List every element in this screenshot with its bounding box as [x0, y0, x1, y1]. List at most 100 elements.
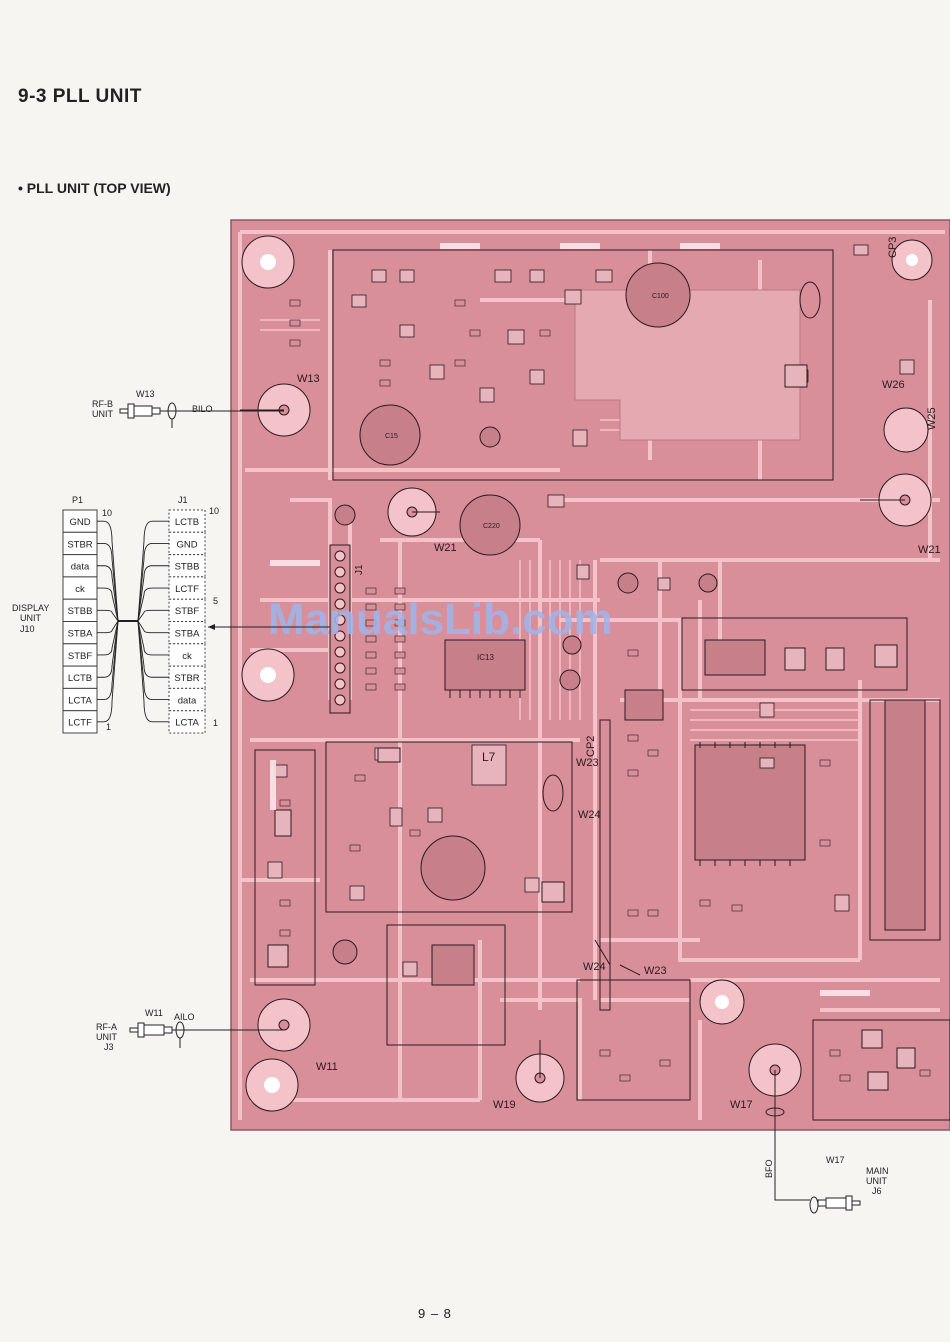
- pcb-board: [230, 219, 950, 1131]
- label-w17: W17: [730, 1099, 753, 1111]
- label-l7: L7: [482, 750, 496, 764]
- display-unit-label-3: J10: [20, 624, 35, 634]
- j1-pin-label: data: [178, 695, 197, 706]
- p1-wire: [97, 620, 119, 656]
- j1-wire: [137, 520, 169, 622]
- main-unit-connection: BFO W17 MAIN UNIT J6: [764, 1085, 889, 1214]
- j1-wire: [137, 620, 169, 656]
- label-w25: W25: [926, 407, 938, 430]
- p1-pin-label: GND: [69, 517, 90, 528]
- board-labels: W13 W21 W21 W23 W24 W24 W23 W11 W19 W17 …: [297, 237, 941, 1111]
- j1-pin-label: LCTB: [175, 517, 199, 528]
- p1-wire: [97, 587, 119, 622]
- rfa-unit-label-1: RF-A: [96, 1022, 117, 1032]
- p1-pin-label: STBF: [68, 651, 92, 662]
- main-unit-label-1: MAIN: [866, 1166, 889, 1176]
- j1-wire: [137, 620, 169, 634]
- p1-wire: [97, 609, 119, 622]
- main-signal-name: BFO: [764, 1159, 774, 1178]
- rfa-unit-label-2: UNIT: [96, 1032, 117, 1042]
- main-plug-icon: [817, 1195, 861, 1211]
- j1-pin-label: STBB: [175, 562, 200, 573]
- j1-pin-label: LCTA: [175, 718, 199, 729]
- label-c100: C100: [652, 293, 669, 300]
- j1-pin-mid: 5: [213, 596, 218, 606]
- section-label: • PLL UNIT (TOP VIEW): [18, 180, 171, 196]
- p1-wire: [97, 543, 119, 622]
- rfa-unit-label-3: J3: [104, 1042, 114, 1052]
- p1-wire: [97, 620, 119, 678]
- p1-pin-label: data: [71, 562, 90, 573]
- p1-pin-bottom: 1: [106, 722, 111, 732]
- p1-pin-label: LCTA: [68, 695, 92, 706]
- label-ic13: IC13: [477, 653, 494, 662]
- label-cp3: CP3: [887, 237, 899, 258]
- label-w23a: W23: [576, 757, 599, 769]
- label-w21b: W21: [918, 544, 941, 556]
- page-title: 9-3 PLL UNIT: [18, 86, 142, 107]
- main-unit-label-2: UNIT: [866, 1176, 887, 1186]
- label-w13: W13: [297, 373, 320, 385]
- j1-wire: [137, 620, 169, 700]
- rfa-plug-icon: [129, 1022, 173, 1038]
- j1-pin-label: STBR: [174, 673, 199, 684]
- p1-wire: [97, 620, 119, 634]
- rfb-connection: RF-B UNIT W13 BILO: [92, 389, 284, 428]
- label-j1: J1: [354, 564, 365, 575]
- rfb-signal-name: BILO: [192, 404, 213, 414]
- j1-pin-label: ck: [182, 651, 192, 662]
- label-w23b: W23: [644, 965, 667, 977]
- j1-pin-label: STBA: [175, 629, 200, 640]
- rfa-connection: RF-A UNIT J3 W11 AILO: [96, 1008, 284, 1052]
- label-w11: W11: [316, 1061, 338, 1073]
- p1-wire: [97, 620, 119, 700]
- j1-wire: [137, 587, 169, 622]
- rfb-unit-label-1: RF-B: [92, 399, 113, 409]
- j1-wire: [137, 620, 169, 723]
- rfb-plug-icon: [119, 403, 161, 419]
- label-c220: C220: [483, 523, 500, 530]
- label-cp2: CP2: [585, 736, 597, 757]
- ic13-chip: [444, 639, 526, 691]
- label-c15: C15: [385, 433, 398, 440]
- p1-pin-label: ck: [75, 584, 85, 595]
- rfb-connector-name: W13: [136, 389, 155, 399]
- j1-pin-label: GND: [176, 539, 197, 550]
- j1-pin-bottom: 1: [213, 718, 218, 728]
- label-w26: W26: [882, 379, 905, 391]
- label-w24b: W24: [583, 961, 606, 973]
- p1-wire: [97, 520, 119, 622]
- j1-wire: [137, 565, 169, 622]
- j1-wire: [137, 543, 169, 622]
- p1-pin-top: 10: [102, 508, 112, 518]
- rfa-signal-name: AILO: [174, 1012, 195, 1022]
- display-unit-label-1: DISPLAY: [12, 603, 49, 613]
- label-w19: W19: [493, 1099, 516, 1111]
- p1-pin-label: STBA: [68, 629, 93, 640]
- watermark: ManualsLib.com: [268, 595, 613, 644]
- p1-wire: [97, 620, 119, 723]
- j1-pin-label: LCTF: [175, 584, 199, 595]
- vco-shield-outline: [332, 249, 834, 481]
- mounting-holes: [241, 235, 933, 1112]
- display-cable: DISPLAY UNIT J10 P1 10 1 GNDSTBRdatackST…: [12, 495, 330, 734]
- label-w24a: W24: [578, 809, 601, 821]
- p1-pin-label: LCTF: [68, 718, 92, 729]
- p1-name: P1: [72, 495, 83, 505]
- rfa-connector-name: W11: [145, 1008, 163, 1018]
- pll-ic: [694, 744, 806, 861]
- j1-name: J1: [178, 495, 188, 505]
- display-unit-label-2: UNIT: [20, 613, 41, 623]
- j1-wire: [137, 609, 169, 622]
- j1-pin-label: STBF: [175, 606, 199, 617]
- j1-wire: [137, 620, 169, 678]
- board-connector-j1: [329, 544, 351, 714]
- p1-pin-label: LCTB: [68, 673, 92, 684]
- p1-pin-label: STBR: [67, 539, 92, 550]
- p1-wire: [97, 565, 119, 622]
- label-w21a: W21: [434, 542, 457, 554]
- j1-pin-top: 10: [209, 506, 219, 516]
